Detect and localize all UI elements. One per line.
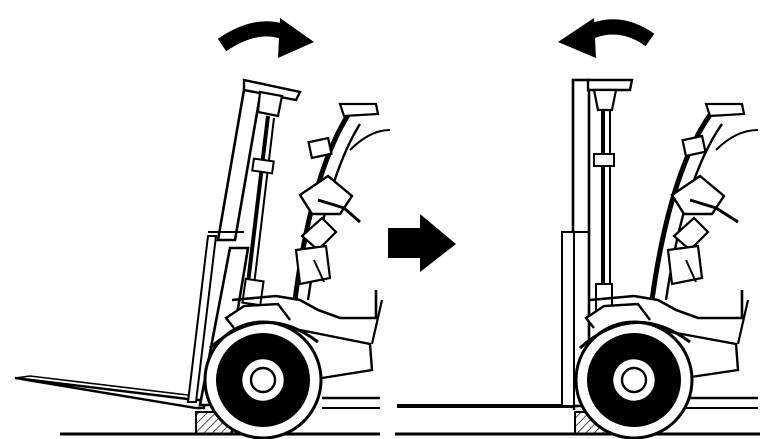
fork [15,376,204,408]
right-panel [395,18,760,438]
tilt-forward-arrow-icon [558,18,650,58]
right-arrow-icon [388,214,456,272]
tilt-back-arrow-icon [222,18,314,58]
front-wheel [205,322,321,438]
left-panel [15,18,390,438]
fork [397,398,574,410]
front-wheel [576,322,692,438]
